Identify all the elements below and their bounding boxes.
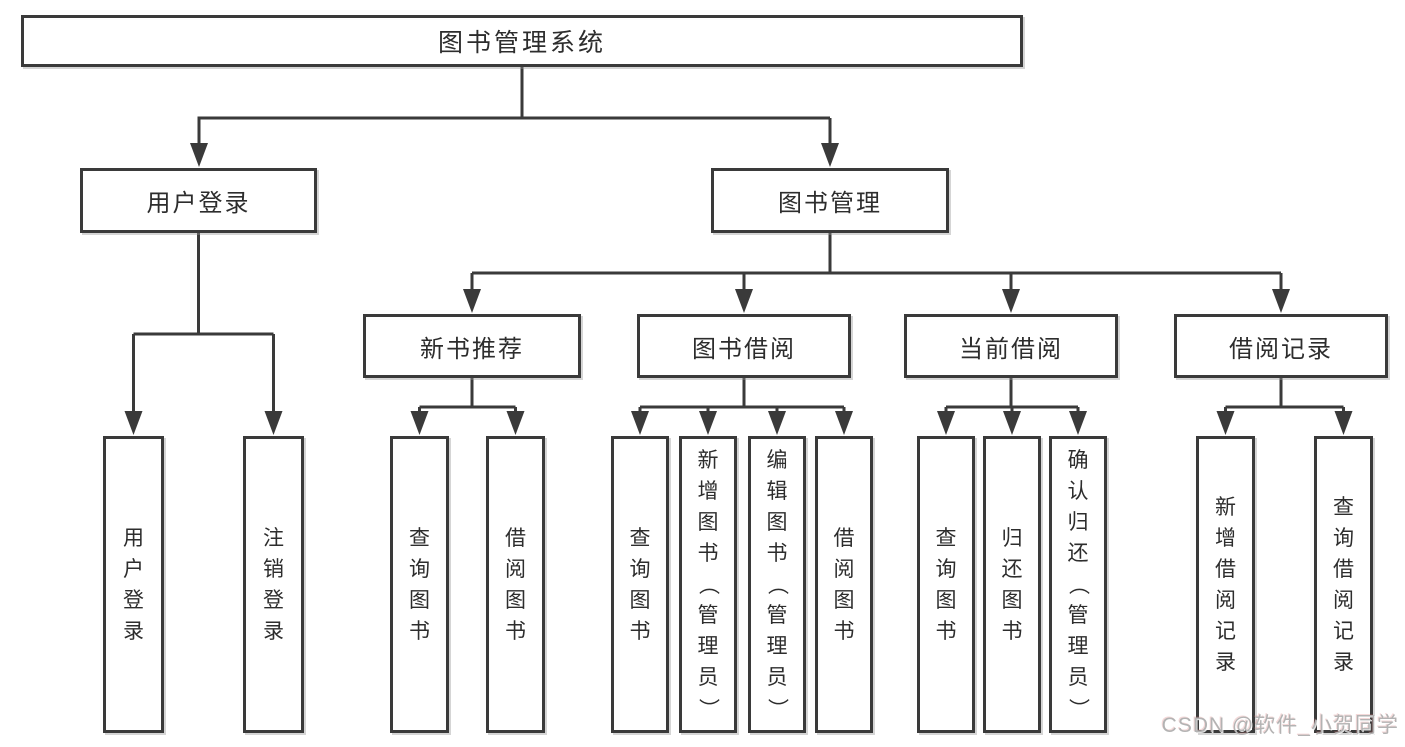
connector-borrowing-records-to-leaves: [1216, 378, 1353, 435]
node-label: 用户登录: [146, 190, 251, 217]
arrowhead: [410, 411, 429, 435]
arrowhead: [835, 411, 853, 435]
arrowhead: [1069, 411, 1087, 435]
node-label: 当前借阅: [959, 335, 1063, 363]
node-borrowing-records: 借阅记录: [1174, 314, 1388, 378]
arrowhead: [463, 289, 481, 313]
node-new-book-recommendation: 新书推荐: [363, 314, 581, 378]
node-user-login: 用户登录: [80, 168, 317, 233]
node-query-books-current: 查询图书: [917, 436, 975, 733]
node-current-borrowing: 当前借阅: [904, 314, 1118, 378]
connector-current-borrowing-to-leaves: [937, 378, 1087, 435]
node-edit-book-admin: 编辑图书（管理员）: [748, 436, 806, 733]
node-return-books: 归还图书: [983, 436, 1041, 733]
arrowhead: [735, 289, 753, 313]
connector-root-to-level2: [190, 67, 839, 167]
node-add-book-admin: 新增图书（管理员）: [679, 436, 737, 733]
node-borrow-books-leaf: 借阅图书: [815, 436, 873, 733]
node-label: 图书管理系统: [437, 29, 606, 57]
connector-new-book-recommendation-to-leaves: [410, 378, 525, 435]
node-label: 借阅记录: [1229, 335, 1333, 363]
connector-book-borrowing-to-leaves: [631, 378, 853, 435]
node-label: 新书推荐: [420, 335, 524, 363]
connector-user-login-to-leaves: [124, 233, 283, 435]
arrowhead: [1334, 411, 1353, 435]
arrowhead: [1003, 411, 1021, 435]
arrowhead: [699, 411, 717, 435]
arrowhead: [124, 411, 143, 435]
node-book-borrowing: 图书借阅: [637, 314, 851, 378]
csdn-watermark: CSDN @软件_小贺同学: [1161, 714, 1399, 737]
arrowhead: [190, 143, 208, 167]
node-query-books-borrowing: 查询图书: [611, 436, 669, 733]
arrowhead: [1272, 289, 1290, 313]
arrowhead: [768, 411, 786, 435]
arrowhead: [937, 411, 955, 435]
node-library-management-system: 图书管理系统: [21, 15, 1023, 67]
connector-book-management-to-level3: [463, 233, 1290, 313]
node-user-login-leaf: 用户登录: [103, 436, 164, 733]
node-label: 图书管理: [778, 190, 882, 217]
node-book-management: 图书管理: [711, 168, 949, 233]
arrowhead: [506, 411, 525, 435]
node-add-borrow-record: 新增借阅记录: [1196, 436, 1255, 733]
arrowhead: [264, 411, 283, 435]
node-query-books-recommend: 查询图书: [390, 436, 449, 733]
arrowhead: [631, 411, 649, 435]
node-borrow-books-recommend: 借阅图书: [486, 436, 545, 733]
node-logout: 注销登录: [243, 436, 304, 733]
node-confirm-return-admin: 确认归还（管理员）: [1049, 436, 1107, 733]
arrowhead: [821, 143, 839, 167]
arrowhead: [1002, 289, 1020, 313]
arrowhead: [1216, 411, 1235, 435]
node-query-borrow-record: 查询借阅记录: [1314, 436, 1373, 733]
node-label: 图书借阅: [692, 335, 796, 363]
